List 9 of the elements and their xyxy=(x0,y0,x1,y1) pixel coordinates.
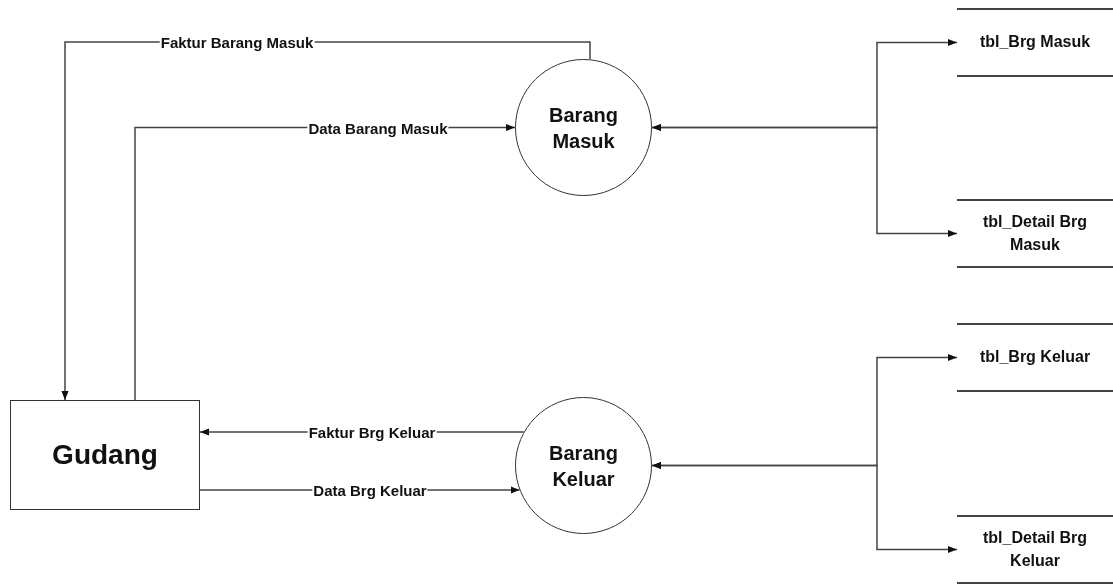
arrow xyxy=(651,461,958,554)
process-circle: Barang Keluar xyxy=(515,397,652,534)
data-store: tbl_Detail Brg Keluar xyxy=(957,515,1113,584)
data-store: tbl_Brg Keluar xyxy=(957,323,1113,392)
data-store: tbl_Detail Brg Masuk xyxy=(957,199,1113,268)
arrow xyxy=(651,123,958,238)
process-circle: Barang Masuk xyxy=(515,59,652,196)
data-store: tbl_Brg Masuk xyxy=(957,8,1113,77)
entity-box: Gudang xyxy=(10,400,200,510)
